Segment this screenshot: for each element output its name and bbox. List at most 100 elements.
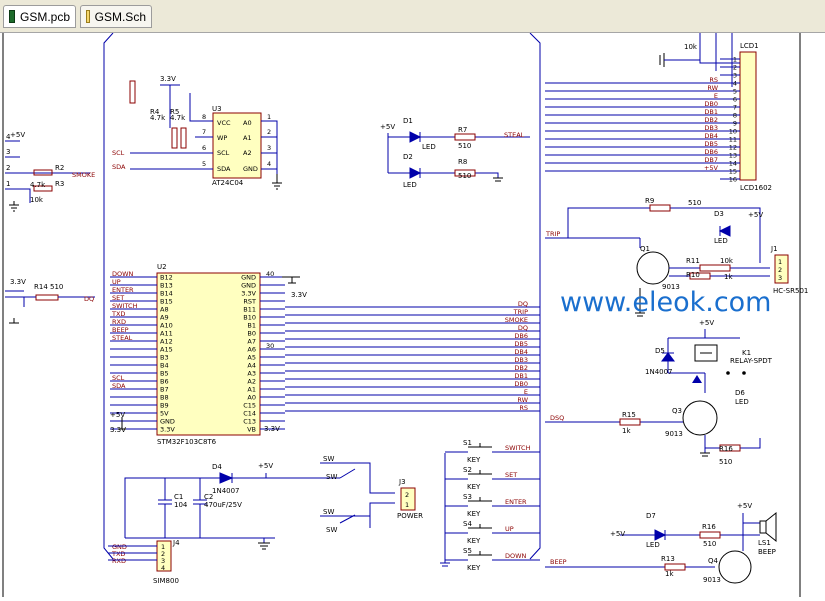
lcd-net-label: DB0 bbox=[704, 100, 718, 108]
schematic-canvas[interactable]: U3 AT24C04 VCC WP SCL SDA A0 A1 A2 GND 8… bbox=[0, 32, 825, 597]
u2-right-pin-label: RST bbox=[243, 298, 256, 306]
u2-right-pin-label: A2 bbox=[247, 378, 256, 386]
u2-left-pin-label: A12 bbox=[160, 338, 173, 346]
u2-left-net-label: DOWN bbox=[112, 270, 134, 278]
svg-text:510: 510 bbox=[703, 540, 716, 548]
bus-net-label: SMOKE bbox=[505, 316, 528, 324]
lcd-pin-number: 11 bbox=[729, 136, 737, 144]
svg-text:104: 104 bbox=[174, 501, 188, 509]
u2-right-pin-label: B0 bbox=[247, 330, 256, 338]
u2-right-pin-label: A5 bbox=[247, 354, 256, 362]
key-net-label: DOWN bbox=[505, 552, 527, 560]
tab-gsm-pcb[interactable]: GSM.pcb bbox=[3, 5, 76, 28]
u2-left-pin-label: A15 bbox=[160, 346, 173, 354]
svg-text:LED: LED bbox=[714, 237, 728, 245]
u2-left-pin-label: A8 bbox=[160, 306, 169, 314]
d6-led-icon bbox=[692, 375, 702, 383]
key-ref: S2 bbox=[463, 466, 472, 474]
u2-right-pin-label: C15 bbox=[243, 402, 256, 410]
gnd-symbol bbox=[118, 417, 126, 430]
svg-text:3.3V: 3.3V bbox=[110, 426, 126, 434]
svg-text:R2: R2 bbox=[55, 164, 64, 172]
svg-text:1: 1 bbox=[6, 180, 10, 188]
gnd-symbol bbox=[258, 542, 270, 550]
lcd-net-label: DB1 bbox=[704, 108, 718, 116]
svg-text:C2: C2 bbox=[204, 493, 213, 501]
u3-pin-scl: SCL bbox=[217, 149, 230, 157]
svg-text:+5V: +5V bbox=[110, 411, 125, 419]
u2-right-pin-number: 40 bbox=[266, 270, 274, 278]
u3-pin-sda: SDA bbox=[217, 165, 231, 173]
u2-right-pin-label: B10 bbox=[243, 314, 256, 322]
svg-text:3: 3 bbox=[6, 148, 10, 156]
u2-left-pin-label: B9 bbox=[160, 402, 169, 410]
bus-net-label: DB6 bbox=[514, 332, 528, 340]
svg-text:C1: C1 bbox=[174, 493, 183, 501]
svg-text:LED: LED bbox=[403, 181, 417, 189]
svg-text:510: 510 bbox=[688, 199, 701, 207]
lcd-pin-number: 14 bbox=[729, 160, 737, 168]
lcd-net-label: DB2 bbox=[704, 116, 718, 124]
svg-text:7: 7 bbox=[202, 128, 206, 136]
document-tab-bar: GSM.pcb GSM.Sch bbox=[0, 0, 825, 33]
lcd-pin-number: 6 bbox=[733, 96, 737, 104]
lcd-net-label: RS bbox=[709, 76, 718, 84]
tab-label: GSM.Sch bbox=[94, 9, 146, 24]
u2-left-net-label: STEAL bbox=[112, 334, 133, 342]
u2-left-net-label: SCL bbox=[112, 374, 125, 382]
u3-part: AT24C04 bbox=[212, 179, 244, 187]
lcd-pin-number: 10 bbox=[729, 128, 737, 136]
u3-eeprom: U3 AT24C04 VCC WP SCL SDA A0 A1 A2 GND 8… bbox=[112, 75, 282, 190]
lcd-net-label: DB5 bbox=[704, 140, 718, 148]
key-label: KEY bbox=[467, 510, 481, 518]
svg-text:J1: J1 bbox=[770, 245, 778, 253]
relay-coil bbox=[694, 344, 718, 362]
u2-left-pin-label: B4 bbox=[160, 362, 169, 370]
svg-text:3.3V: 3.3V bbox=[10, 278, 26, 286]
key-label: KEY bbox=[467, 456, 481, 464]
bus-right bbox=[529, 32, 541, 560]
key-label: KEY bbox=[467, 483, 481, 491]
svg-text:1: 1 bbox=[267, 113, 271, 121]
gnd-symbol bbox=[493, 177, 503, 182]
svg-text:6: 6 bbox=[202, 144, 206, 152]
lcd-net-label: E bbox=[714, 92, 718, 100]
u2-left-net-label: RXD bbox=[112, 318, 126, 326]
r4-body bbox=[171, 127, 178, 149]
gnd-symbol bbox=[272, 174, 282, 190]
u3-pin-wp: WP bbox=[217, 134, 227, 142]
u2-part: STM32F103C8T6 bbox=[157, 438, 217, 446]
key-switches: S1KEYSWITCHS2KEYSETS3KEYENTERS4KEYUPS5KE… bbox=[440, 439, 540, 572]
tab-gsm-sch[interactable]: GSM.Sch bbox=[80, 5, 152, 28]
u2-left-pin-label: B14 bbox=[160, 290, 173, 298]
u2-right-pin-label: A4 bbox=[247, 362, 256, 370]
u2-left-pin-label: B3 bbox=[160, 354, 169, 362]
svg-text:2: 2 bbox=[405, 491, 409, 499]
lcd-pin-number: 3 bbox=[733, 72, 737, 80]
lcd-pin-number: 4 bbox=[733, 80, 737, 88]
svg-text:D2: D2 bbox=[403, 153, 413, 161]
svg-text:3: 3 bbox=[161, 557, 165, 565]
pir-section: TRIP R9 510 Q1 9013 R11 10k R10 1k D3 LE… bbox=[545, 197, 808, 317]
u3-pin-a1: A1 bbox=[243, 134, 252, 142]
svg-text:SMOKE: SMOKE bbox=[72, 171, 95, 179]
key-ref: S5 bbox=[463, 547, 472, 555]
u2-left-pin-label: A9 bbox=[160, 314, 169, 322]
lcd-net-label: +5V bbox=[704, 164, 719, 172]
svg-text:R14: R14 bbox=[34, 283, 48, 291]
svg-text:4.7k: 4.7k bbox=[150, 114, 166, 122]
svg-text:10k: 10k bbox=[684, 43, 698, 51]
svg-text:4: 4 bbox=[6, 133, 11, 141]
svg-text:R5: R5 bbox=[170, 108, 179, 116]
svg-text:+5V: +5V bbox=[737, 502, 752, 510]
beeper-section: BEEP 1k R13 R16 510 +5V D7 LED Q4 9013 +… bbox=[545, 502, 777, 584]
svg-text:10k: 10k bbox=[720, 257, 734, 265]
tab-label: GSM.pcb bbox=[19, 9, 70, 24]
u2-left-pins: B12DOWNB13UPB14ENTERB15SETA8SWITCHA9TXDA… bbox=[110, 270, 175, 434]
u2-left-pin-label: B8 bbox=[160, 394, 169, 402]
svg-text:GND: GND bbox=[112, 543, 127, 551]
svg-text:Q1: Q1 bbox=[640, 245, 650, 253]
svg-text:SDA: SDA bbox=[112, 163, 126, 171]
u2-right-pin-label: C14 bbox=[243, 410, 256, 418]
lcd-pin-number: 12 bbox=[729, 144, 737, 152]
